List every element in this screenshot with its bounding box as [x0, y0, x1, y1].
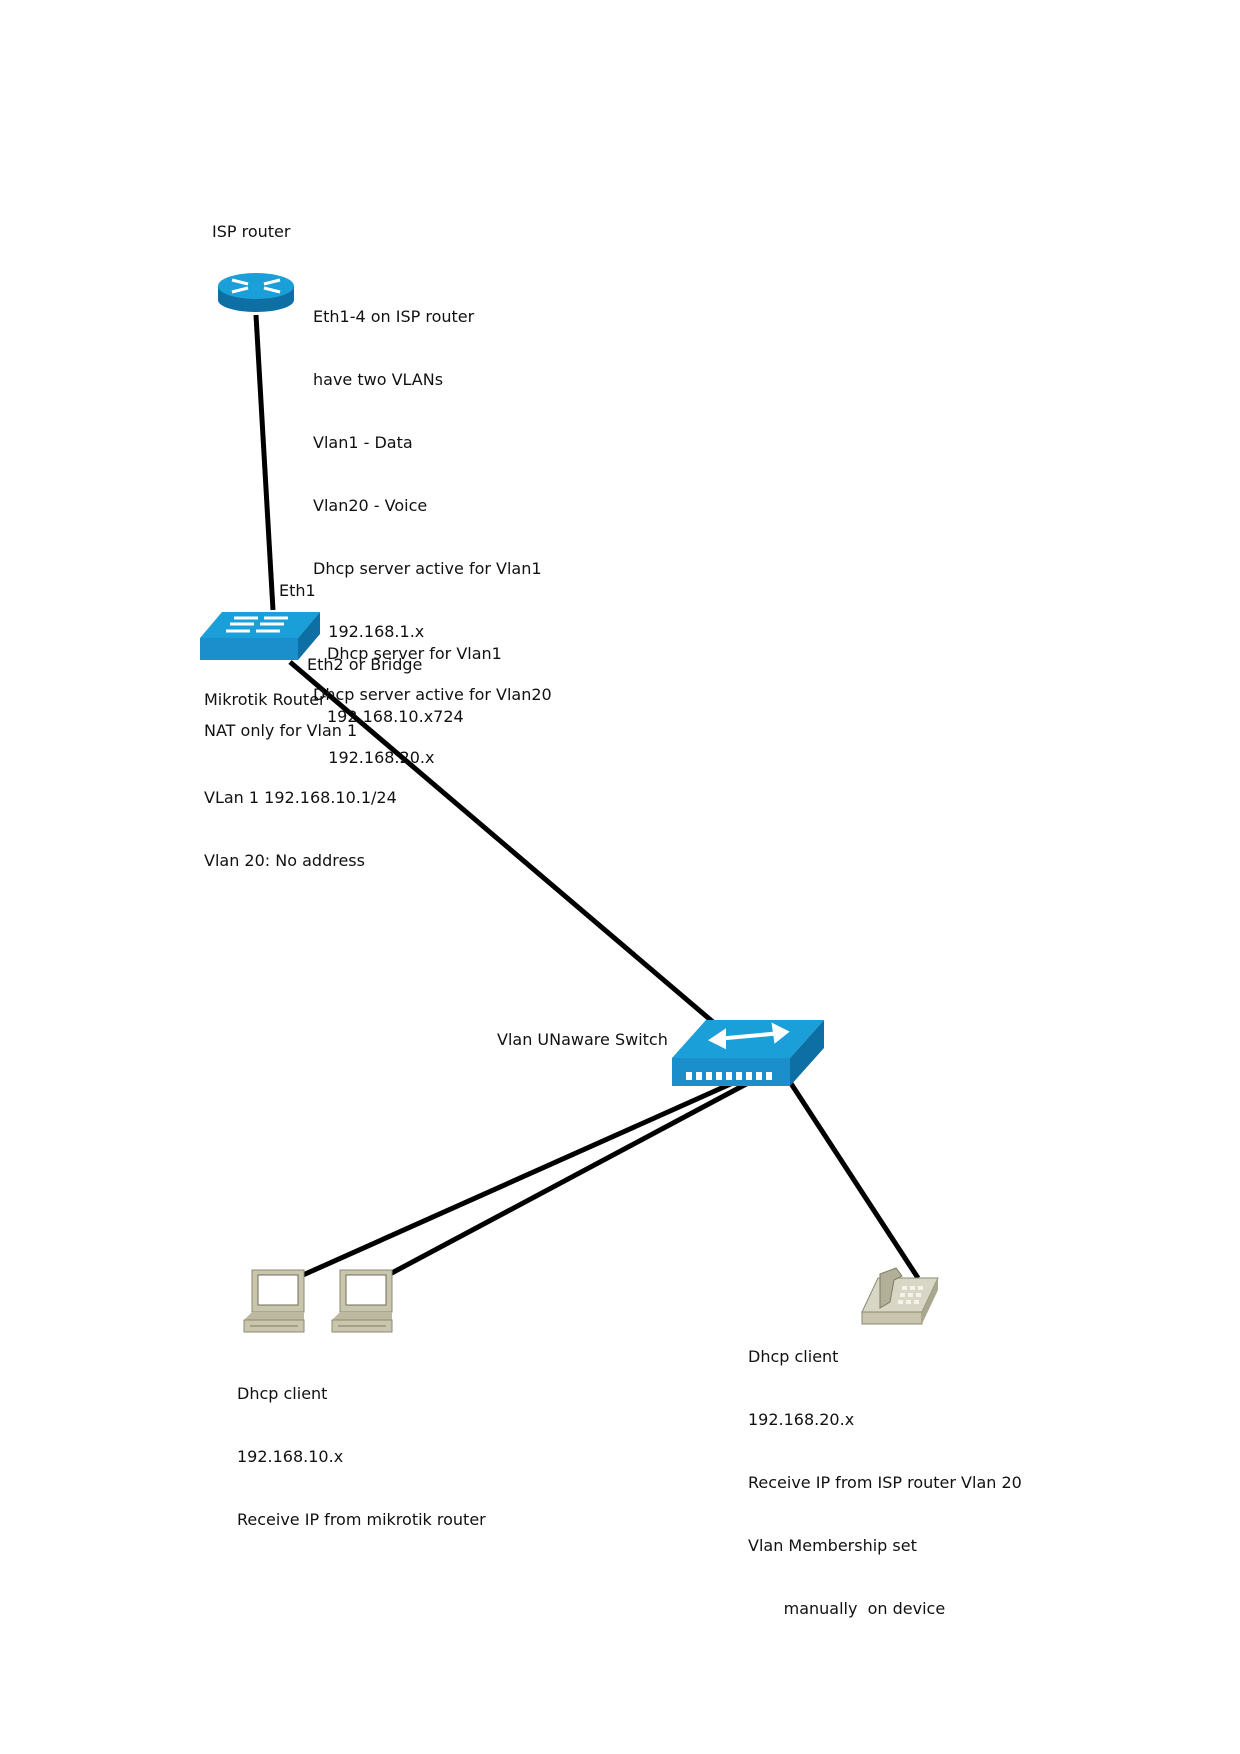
- isp-router-note: have two VLANs: [313, 370, 444, 389]
- isp-router-note: Vlan1 - Data: [313, 433, 413, 452]
- ip-phone-icon[interactable]: [861, 1267, 939, 1325]
- phone-note: Vlan Membership set: [748, 1536, 917, 1555]
- pc-note: Receive IP from mikrotik router: [237, 1510, 486, 1529]
- phone-note: Dhcp client: [748, 1347, 839, 1366]
- mikrotik-nat-note: NAT only for Vlan 1: [204, 721, 358, 740]
- isp-router-note: 192.168.20.x: [313, 748, 435, 767]
- mikrotik-title: Mikrotik Router: [204, 690, 326, 709]
- isp-router-note: Vlan20 - Voice: [313, 496, 428, 515]
- phone-note: manually on device: [748, 1599, 946, 1618]
- link-switch-to-phone: [787, 1080, 921, 1280]
- pc-note: Dhcp client: [237, 1384, 328, 1403]
- switch-title: Vlan UNaware Switch: [497, 1030, 668, 1049]
- mikrotik-eth1-label: Eth1: [279, 581, 316, 600]
- isp-router-note: Eth1-4 on ISP router: [313, 307, 475, 326]
- mikrotik-dhcp-notes: Dhcp server for Vlan1 192.168.10.x724: [327, 601, 502, 748]
- mikrotik-dhcp-note: Dhcp server for Vlan1: [327, 644, 502, 663]
- phone-note: 192.168.20.x: [748, 1410, 855, 1429]
- pc-notes: Dhcp client 192.168.10.x Receive IP from…: [237, 1341, 486, 1551]
- workstation-icon[interactable]: [243, 1269, 305, 1333]
- isp-router-title: ISP router: [212, 222, 291, 241]
- isp-router-note: Dhcp server active for Vlan1: [313, 559, 542, 578]
- mikrotik-vlan-note: VLan 1 192.168.10.1/24: [204, 788, 397, 807]
- phone-note: Receive IP from ISP router Vlan 20: [748, 1473, 1022, 1492]
- workstation-icon[interactable]: [331, 1269, 393, 1333]
- mikrotik-dhcp-note: 192.168.10.x724: [327, 707, 464, 726]
- phone-notes: Dhcp client 192.168.20.x Receive IP from…: [748, 1304, 1022, 1640]
- link-isp-to-mikrotik: [253, 314, 276, 611]
- mikrotik-vlan-notes: VLan 1 192.168.10.1/24 Vlan 20: No addre…: [204, 745, 397, 892]
- mikrotik-vlan-note: Vlan 20: No address: [204, 851, 365, 870]
- pc-note: 192.168.10.x: [237, 1447, 344, 1466]
- link-mikrotik-to-switch: [288, 660, 715, 1024]
- switch-icon[interactable]: [672, 1020, 824, 1086]
- isp-router-note: 192.168.1.x: [313, 622, 425, 641]
- links: [253, 314, 921, 1280]
- router-icon[interactable]: [218, 273, 294, 312]
- mikrotik-eth2-label: Eth2 or Bridge: [307, 655, 423, 674]
- link-switch-to-pc1: [301, 1079, 737, 1278]
- isp-router-note: Dhcp server active for Vlan20: [313, 685, 552, 704]
- link-switch-to-pc2: [386, 1079, 752, 1278]
- layer3-switch-icon[interactable]: [200, 612, 320, 660]
- isp-router-notes: Eth1-4 on ISP router have two VLANs Vlan…: [313, 264, 552, 789]
